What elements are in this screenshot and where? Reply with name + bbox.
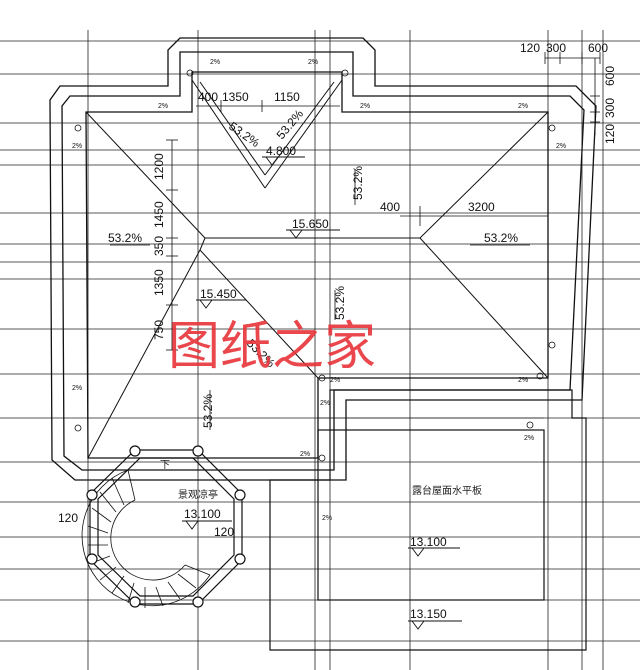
gutter-slope-12: 2% (322, 515, 332, 522)
dim-right-300: 300 (603, 98, 617, 118)
dimension-lines (166, 52, 601, 351)
dim-mid-400: 400 (380, 200, 400, 214)
dim-top-600: 600 (588, 41, 608, 55)
elev-15450: 15.450 (200, 287, 237, 301)
dim-left-750: 750 (152, 320, 166, 340)
elev-15650: 15.650 (292, 217, 329, 231)
gutter-slope-6: 2% (72, 143, 82, 150)
terrace-roof (269, 389, 587, 651)
dim-mid-3200: 3200 (468, 200, 495, 214)
dim-top-300: 300 (546, 41, 566, 55)
gutter-slope-13: 2% (524, 435, 534, 442)
slope-top-center: 53.2% (351, 166, 365, 200)
slope-center: 53.2% (333, 286, 347, 320)
gutter-slope-5: 2% (518, 103, 528, 110)
gutter-slope-7: 2% (556, 143, 566, 150)
dim-left-1350: 1350 (152, 269, 166, 296)
axis-grid (0, 30, 640, 670)
dim-pavilion-right: 120 (214, 525, 234, 539)
slope-right: 53.2% (484, 231, 518, 245)
gutter-slope-3: 2% (158, 103, 168, 110)
gutter-slope-11: 2% (320, 400, 330, 407)
pavilion-label: 景观凉亭 (178, 488, 218, 501)
roof-ridges (85, 79, 549, 459)
dim-left-350: 350 (152, 236, 166, 256)
pavilion-columns (86, 445, 246, 608)
gutter-slope-1: 2% (210, 59, 220, 66)
elevation-markers (182, 156, 462, 630)
main-roof (49, 37, 597, 481)
dim-right-120: 120 (603, 124, 617, 144)
slope-bottom: 53.2% (201, 394, 215, 428)
spiral-stair (81, 469, 211, 608)
dim-pavilion-left: 120 (58, 511, 78, 525)
gutter-slope-8: 2% (72, 385, 82, 392)
elev-4800: 4.800 (266, 144, 296, 158)
gutter-slope-9: 2% (330, 377, 340, 384)
dim-dormer-1350: 1350 (222, 90, 249, 104)
gutter-slope-14: 2% (300, 451, 310, 458)
elev-terrace: 13.100 (410, 535, 447, 549)
elev-pavilion: 13.100 (184, 507, 221, 521)
slope-left: 53.2% (108, 231, 142, 245)
stair-down-label: 下 (160, 460, 170, 471)
drain-pipes (74, 69, 556, 462)
dim-top-120: 120 (520, 41, 540, 55)
dim-left-1200: 1200 (152, 153, 166, 180)
dim-dormer-400: 400 (198, 90, 218, 104)
gutter-slope-10: 2% (518, 377, 528, 384)
elev-terrace-edge: 13.150 (410, 607, 447, 621)
dim-left-1450: 1450 (152, 201, 166, 228)
terrace-roof-label: 露台屋面水平板 (412, 484, 482, 497)
gutter-slope-2: 2% (308, 59, 318, 66)
watermark: 图纸之家 (168, 317, 376, 377)
dim-dormer-1150: 1150 (274, 90, 300, 104)
slope-arrows (110, 170, 530, 430)
dim-right-600: 600 (603, 66, 617, 86)
gutter-slope-4: 2% (360, 103, 370, 110)
